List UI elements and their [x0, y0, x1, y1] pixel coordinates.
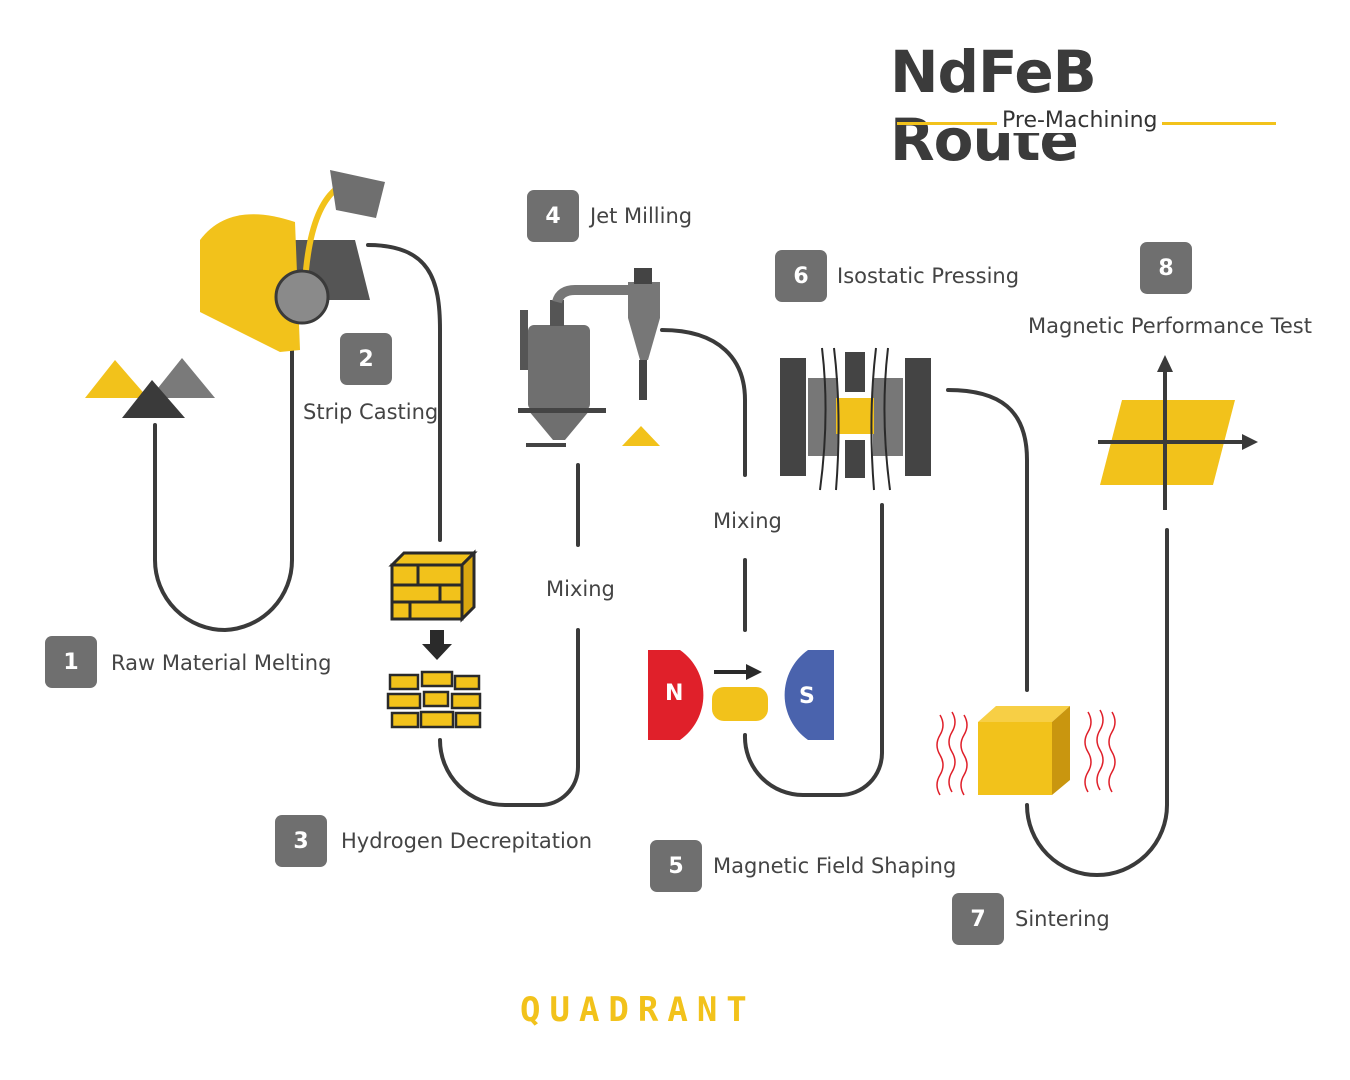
step-8-badge: 8 — [1140, 242, 1192, 294]
step-7-badge: 7 — [952, 893, 1004, 945]
step-3-badge: 3 — [275, 815, 327, 867]
step-3-label: Hydrogen Decrepitation — [341, 829, 593, 853]
isostatic-press-icon — [780, 347, 931, 491]
step-5-badge: 5 — [650, 840, 702, 892]
mixing-label-2: Mixing — [713, 509, 782, 533]
north-pole-label: N — [665, 681, 684, 706]
step-5-label: Magnetic Field Shaping — [713, 854, 957, 878]
south-pole-label: S — [799, 684, 815, 709]
step-6-badge: 6 — [775, 250, 827, 302]
step-7-label: Sintering — [1015, 907, 1110, 931]
step-4-badge: 4 — [527, 190, 579, 242]
strip-casting-machine-icon — [200, 170, 385, 352]
step-1-badge: 1 — [45, 636, 97, 688]
subtitle-line-right — [1158, 122, 1276, 125]
magnetic-field-shaping-icon — [648, 650, 834, 740]
raw-material-piles-icon — [85, 358, 215, 418]
step-4-label: Jet Milling — [590, 204, 693, 228]
page-subtitle: Pre-Machining — [998, 108, 1162, 133]
hydrogen-decrepitation-icon — [386, 549, 482, 729]
jet-mill-icon — [518, 268, 660, 447]
sintering-furnace-icon — [936, 706, 1116, 796]
performance-test-icon — [1098, 355, 1258, 510]
step-2-label: Strip Casting — [303, 400, 439, 424]
mixing-label-1: Mixing — [546, 577, 615, 601]
step-2-badge: 2 — [340, 333, 392, 385]
flow-path — [153, 243, 1169, 878]
step-6-label: Isostatic Pressing — [837, 264, 1020, 288]
brand-logo: QUADRANT — [520, 990, 756, 1030]
step-1-label: Raw Material Melting — [111, 651, 332, 675]
page-title: NdFeB Route — [890, 38, 1097, 174]
subtitle-line-left — [897, 122, 997, 125]
step-8-label: Magnetic Performance Test — [1028, 314, 1312, 338]
